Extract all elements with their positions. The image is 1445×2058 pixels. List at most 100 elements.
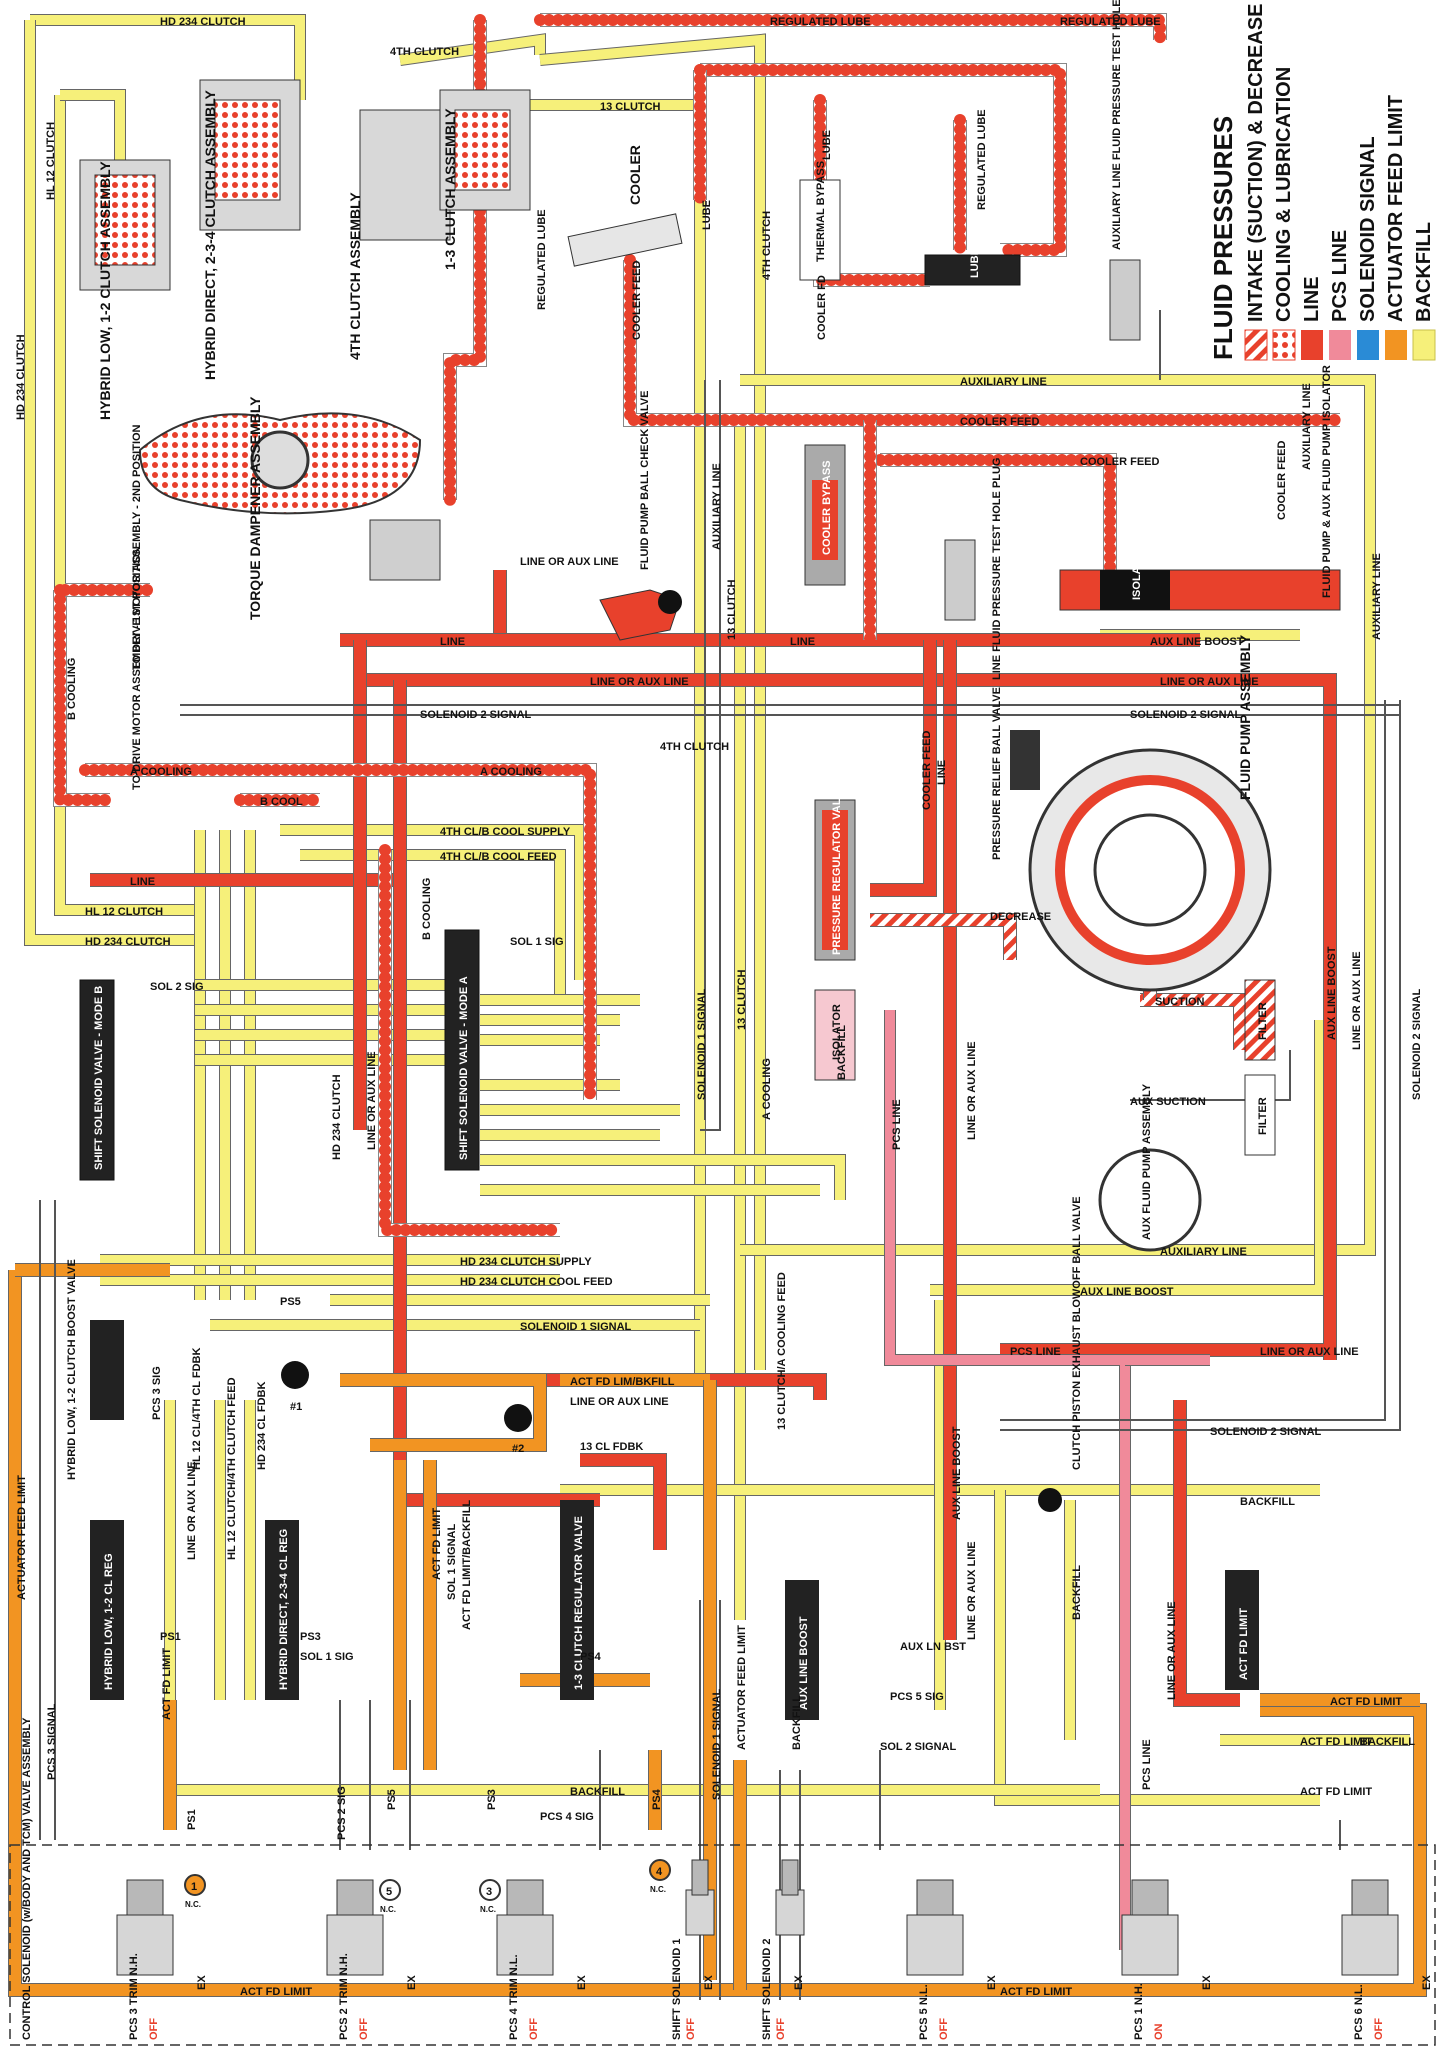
label-aux-line-rv: AUXILIARY LINE — [1301, 383, 1313, 470]
label-hd234-low: HD 234 CLUTCH — [85, 936, 171, 948]
legend-item-intake: INTAKE (SUCTION) & DECREASE — [1244, 3, 1268, 361]
svg-text:SHIFT SOLENOID 1: SHIFT SOLENOID 1 — [671, 1939, 683, 2040]
svg-text:EX: EX — [406, 1975, 418, 1990]
label-pcs5-sig: PCS 5 SIG — [890, 1691, 944, 1703]
label-line-or-aux-3: LINE OR AUX LINE — [1160, 676, 1259, 688]
svg-text:4: 4 — [656, 1866, 663, 1878]
label-cooler-feed-v: COOLER FEED — [631, 260, 643, 340]
aux-suction — [1130, 1050, 1291, 1101]
label-b-cooling: B COOLING — [66, 658, 78, 720]
svg-text:EX: EX — [703, 1975, 715, 1990]
label-line-v: LINE — [936, 760, 948, 785]
label-act-fd-bottom-1: ACT FD LIMIT — [1000, 1986, 1072, 1998]
label-13-top: 13 CLUTCH — [600, 101, 661, 113]
label-line-left: LINE — [130, 876, 155, 888]
label-ps4-a: PS4 — [580, 1651, 602, 1663]
filter: FILTER FILTER — [1244, 979, 1276, 1156]
label-cooler-feed-rv: COOLER FEED — [1276, 440, 1288, 520]
label-13-mid: 13 CLUTCH — [726, 579, 738, 640]
line-pump-link — [870, 640, 936, 896]
svg-text:FLUID PUMP & AUX FLUID PUMP IS: FLUID PUMP & AUX FLUID PUMP ISOLATOR — [1321, 365, 1333, 598]
label-hd234-left: HD 234 CLUTCH — [15, 334, 27, 420]
ball-check: FLUID PUMP BALL CHECK VALVE — [599, 391, 682, 641]
label-hd-cool-feed: HD 234 CLUTCH COOL FEED — [460, 1276, 613, 1288]
torque-dampener: TORQUE DAMPENER ASSEMBLY — [138, 396, 441, 620]
svg-text:OFF: OFF — [775, 2018, 787, 2040]
label-aux-line-top: AUXILIARY LINE — [960, 376, 1047, 388]
actuator-feed-limit — [9, 1270, 1426, 1996]
svg-text:EX: EX — [196, 1975, 208, 1990]
svg-text:FILTER: FILTER — [1257, 1002, 1269, 1040]
label-act-fd-r3: ACT FD LIMIT — [1300, 1786, 1372, 1798]
svg-text:ON: ON — [1153, 2023, 1165, 2040]
label-aux-line-low: AUXILIARY LINE — [1160, 1246, 1247, 1258]
svg-text:1: 1 — [191, 1881, 197, 1893]
label-13-v: 13 CLUTCH — [736, 969, 748, 1030]
label-a-cooling-1: A COOLING — [130, 766, 192, 778]
label-aux-boost-v2: AUX LINE BOOST — [951, 1426, 963, 1520]
label-act-fd-limit-hl: ACT FD LIMIT — [161, 1648, 173, 1720]
line-or-aux-main — [360, 674, 1336, 1356]
label-ps3-a: PS3 — [300, 1631, 321, 1643]
label-sol1-v: SOLENOID 1 SIGNAL — [696, 988, 708, 1100]
numbered-circle-3: 4N.C. — [649, 1859, 671, 1894]
svg-text:#2: #2 — [512, 1443, 524, 1455]
label-pcs-line-v2: PCS LINE — [1141, 1739, 1153, 1790]
label-decrease: DECREASE — [990, 911, 1051, 923]
suction-line — [1140, 994, 1246, 1050]
hybrid-low-clutch: HYBRID LOW, 1-2 CLUTCH ASSEMBLY — [79, 159, 171, 420]
label-sol1-row: SOLENOID 1 SIGNAL — [520, 1321, 632, 1333]
label-hl12-fdbk: HL 12 CL/4TH CL FDBK — [191, 1348, 203, 1470]
label-4th-top: 4TH CLUTCH — [390, 46, 459, 58]
svg-text:N.C.: N.C. — [650, 1885, 666, 1894]
hd-reg-valve: HYBRID DIRECT, 2-3-4 CL REG — [265, 1520, 299, 1700]
label-13-cl-fdbk: 13 CL FDBK — [580, 1441, 643, 1453]
label-backfill-low: BACKFILL — [791, 1695, 803, 1750]
label-actuator-feed-limit-v: ACTUATOR FEED LIMIT — [16, 1475, 28, 1600]
legend-item-pcs-line: PCS LINE — [1329, 230, 1351, 360]
svg-text:EX: EX — [986, 1975, 998, 1990]
fourth-top-line — [399, 34, 545, 65]
legend-item-actuator: ACTUATOR FEED LIMIT — [1385, 95, 1407, 360]
svg-text:PCS 1 N.H.: PCS 1 N.H. — [1133, 1983, 1145, 2040]
svg-text:3: 3 — [486, 1886, 492, 1898]
label-cooler-fd: COOLER FD — [816, 275, 828, 340]
label-line-or-aux-mid: LINE OR AUX LINE — [570, 1396, 669, 1408]
label-ps5: PS5 — [280, 1296, 301, 1308]
svg-text:PCS 6 N.L.: PCS 6 N.L. — [1353, 1984, 1365, 2040]
svg-text:OFF: OFF — [148, 2018, 160, 2040]
svg-text:TO DRIVE MOTOR ASSEMBLY - 2ND: TO DRIVE MOTOR ASSEMBLY - 2ND POSITION — [131, 424, 143, 670]
svg-text:PCS 5 N.L.: PCS 5 N.L. — [918, 1984, 930, 2040]
label-line-2: LINE — [790, 636, 815, 648]
svg-text:COOLER: COOLER — [627, 145, 643, 205]
act-fd-valve: ACT FD LIMIT — [1225, 1570, 1259, 1690]
label-aux-line-mid: AUXILIARY LINE — [711, 463, 723, 550]
components: HYBRID LOW, 1-2 CLUTCH ASSEMBLY HYBRID D… — [66, 0, 1341, 1720]
hd234-left-vertical — [25, 20, 195, 945]
label-pcs3-line-v: PCS 3 SIGNAL — [46, 1703, 58, 1780]
legend-item-line: LINE — [1301, 276, 1323, 360]
svg-text:LUBE FLUID REG: LUBE FLUID REG — [969, 186, 981, 278]
svg-text:OFF: OFF — [938, 2018, 950, 2040]
aux-plug: AUXILIARY LINE FLUID PRESSURE TEST HOLE … — [1109, 0, 1141, 341]
label-pcs2-sig-b: PCS 2 SIG — [336, 1786, 348, 1840]
label-sol2-v: SOLENOID 2 SIGNAL — [1411, 988, 1423, 1100]
label-aux-ln-bst: AUX LN BST — [900, 1641, 966, 1653]
legend-item-backfill: BACKFILL — [1412, 222, 1436, 361]
label-reg-lube-2: REGULATED LUBE — [1060, 16, 1161, 28]
cooler: COOLER — [567, 145, 683, 267]
label-line-or-aux-hl: LINE OR AUX LINE — [186, 1461, 198, 1560]
svg-text:INTAKE (SUCTION) & DECREASE: INTAKE (SUCTION) & DECREASE — [1245, 3, 1267, 322]
thermal-bypass: THERMAL BYPASS — [799, 161, 841, 281]
fourth-vertical — [539, 34, 765, 1370]
svg-text:AUX LINE BOOST: AUX LINE BOOST — [798, 1616, 810, 1710]
label-line-or-aux-v: LINE OR AUX LINE — [366, 1051, 378, 1150]
svg-text:EX: EX — [1421, 1975, 1433, 1990]
svg-text:SHIFT SOLENOID VALVE - MODE B: SHIFT SOLENOID VALVE - MODE B — [93, 986, 105, 1170]
a-cooling-lower — [379, 844, 566, 1236]
solenoid-5: PCS 5 N.L. OFF EX — [906, 1879, 998, 2040]
svg-text:N.C.: N.C. — [185, 1900, 201, 1909]
